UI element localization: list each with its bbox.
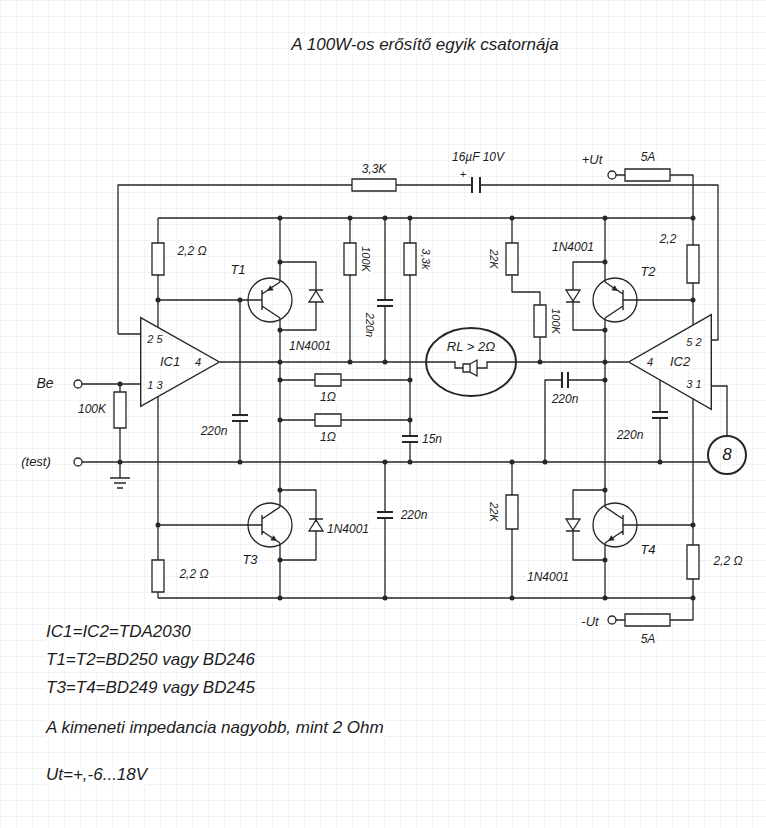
capacitor-symbol	[232, 177, 668, 518]
callout-ring	[426, 328, 516, 396]
emitter-arrow	[267, 285, 618, 541]
part-value: 220n	[400, 509, 429, 522]
part-value: 220n	[551, 393, 580, 406]
pin-number: 4	[646, 356, 654, 368]
terminal-symbol	[74, 380, 82, 388]
pin-number: 4	[194, 356, 202, 368]
signal-wire	[220, 361, 425, 362]
part-value: 22K	[488, 248, 500, 270]
pin-number: 1 3	[146, 379, 163, 391]
junction-dot	[118, 216, 696, 601]
op-amp-triangle	[629, 315, 712, 410]
ic-name: IC2	[669, 355, 691, 369]
terminal-callout: 8	[707, 435, 747, 475]
signal-wire	[712, 386, 727, 435]
part-value: 100K	[77, 403, 107, 416]
part-value: 22K	[488, 501, 500, 523]
terminal-name: Be	[35, 376, 54, 391]
note-text: IC1=IC2=TDA2030	[45, 623, 192, 642]
terminal-name: (test)	[20, 455, 52, 469]
part-value: 220n	[200, 425, 229, 438]
part-value: 15n	[421, 433, 443, 446]
fuse-rating: 5A	[640, 633, 657, 646]
transistor-name: T3	[241, 553, 258, 567]
transistor-name: T1	[229, 263, 246, 277]
part-value: 100K	[360, 245, 372, 273]
speaker-symbol	[463, 360, 477, 376]
supply-name: +Ut	[581, 153, 604, 167]
callout-ring	[708, 436, 746, 474]
terminal-symbol	[608, 616, 616, 624]
resistor-symbol	[114, 179, 699, 592]
polarity-mark: +	[459, 168, 467, 180]
terminal-symbol	[74, 458, 82, 466]
diode-type: 1N4001	[526, 571, 570, 584]
op-amp-symbol: 5 2 IC2 4 3 1	[628, 314, 712, 410]
op-amp-triangle	[141, 318, 220, 407]
op-amp-symbol: 2 5 IC1 1 3 4	[140, 317, 220, 407]
terminal-symbol	[608, 171, 616, 179]
part-value: 3,3k	[420, 248, 432, 271]
node-outline	[425, 327, 517, 397]
note-text: Ut=+,-6...18V	[45, 766, 148, 785]
part-value: 1Ω	[319, 431, 337, 444]
terminal-mark: 8	[721, 446, 732, 465]
diode-type: 1N4001	[326, 523, 370, 536]
terminal-symbol	[74, 171, 616, 624]
part-value: 2,2	[659, 233, 678, 246]
part-value: 2,2 Ω	[178, 568, 209, 581]
part-value: 16µF 10V	[451, 151, 505, 164]
diode-type: 1N4001	[288, 340, 332, 353]
pin-number: 5 2	[685, 336, 702, 348]
transistor-symbol	[248, 278, 637, 547]
transistor-name: T4	[639, 543, 656, 557]
pin-number: 2 5	[146, 333, 163, 345]
part-value: 2,2 Ω	[712, 555, 743, 568]
transistor-name: T2	[639, 265, 656, 279]
fuse-rating: 5A	[640, 151, 657, 164]
ic-name: IC1	[159, 355, 181, 369]
part-value: 220n	[364, 312, 376, 338]
diode-symbol	[309, 290, 580, 531]
part-value: 1Ω	[319, 391, 337, 404]
wire	[82, 175, 718, 620]
note-text: T1=T2=BD250 vagy BD246	[45, 651, 256, 670]
note-text: A kimeneti impedancia nagyobb, mint 2 Oh…	[45, 719, 385, 738]
diagram-title: A 100W-os erősítő egyik csatornája	[290, 36, 559, 55]
signal-wire	[517, 361, 628, 362]
load-rating: RL > 2Ω	[446, 340, 496, 354]
part-value: 3,3K	[361, 163, 388, 176]
supply-name: -Ut	[580, 615, 599, 629]
load-callout: RL > 2Ω	[425, 327, 517, 397]
part-value: 220n	[616, 429, 645, 442]
pin-number: 3 1	[685, 378, 702, 390]
diode-type: 1N4001	[551, 241, 595, 254]
part-value: 2,2 Ω	[176, 245, 207, 258]
transistor-leads	[248, 282, 637, 543]
note-text: T3=T4=BD249 vagy BD245	[45, 679, 256, 698]
part-value: 100K	[550, 307, 562, 335]
